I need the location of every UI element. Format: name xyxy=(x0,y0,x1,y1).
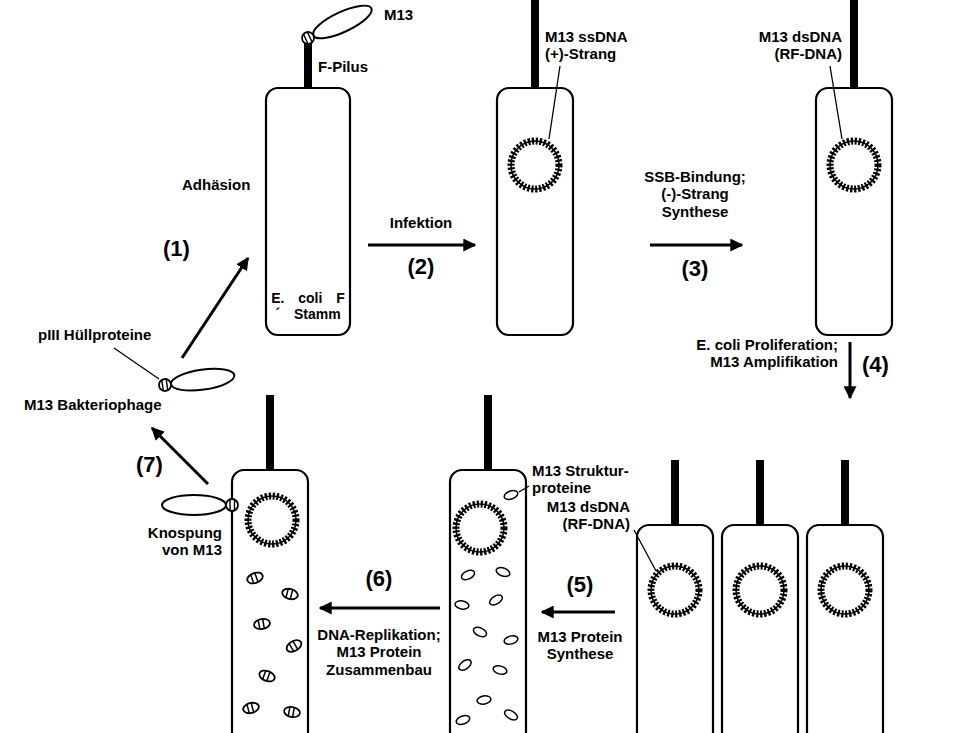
f-pilus xyxy=(841,460,849,526)
f-pilus xyxy=(671,460,679,526)
step-label: Knospung von M13 xyxy=(122,524,222,559)
step-number: (3) xyxy=(675,256,715,281)
leader-line xyxy=(519,486,529,492)
step-arrow xyxy=(542,611,615,614)
pilus-label: F-Pilus xyxy=(318,58,388,75)
leader-line xyxy=(549,66,560,139)
step-label: DNA-Replikation; M13 Protein Zusammenbau xyxy=(313,626,445,678)
f-pilus xyxy=(756,460,764,526)
dna-ring xyxy=(456,504,504,552)
structural-protein xyxy=(460,568,476,581)
step-number: (7) xyxy=(136,452,176,477)
f-pilus xyxy=(531,0,539,89)
leader-line xyxy=(830,66,842,139)
f-pilus xyxy=(850,0,858,89)
f-pilus xyxy=(304,42,312,89)
cell-label: E. coli F´ Stamm xyxy=(270,290,346,322)
step-arrow xyxy=(849,342,852,398)
part-label: M13 dsDNA (RF-DNA) xyxy=(530,498,630,533)
budding-phage xyxy=(162,495,238,515)
step-number: (1) xyxy=(163,236,203,261)
part-label: pIII Hüllproteine xyxy=(38,326,168,343)
step-number: (2) xyxy=(401,254,441,279)
step-label: M13 Protein Synthese xyxy=(525,628,635,663)
structural-protein xyxy=(503,489,519,501)
ecoli-cell xyxy=(807,525,883,733)
structural-protein xyxy=(495,566,511,578)
dna-ring xyxy=(736,566,784,614)
phage-label: M13 Bakteriophage xyxy=(24,396,174,413)
ecoli-cell xyxy=(266,88,350,335)
step-arrow xyxy=(182,258,248,358)
step-number: (6) xyxy=(359,566,399,591)
leader-line xyxy=(634,530,656,571)
assembled-protein xyxy=(281,587,299,601)
structural-protein xyxy=(503,634,519,645)
dna-ring xyxy=(830,141,878,189)
dna-ring xyxy=(511,141,559,189)
m13-phage xyxy=(298,0,375,50)
step-arrow xyxy=(368,244,475,247)
ecoli-cell xyxy=(450,470,526,733)
phage-label: M13 xyxy=(384,6,444,23)
structural-protein xyxy=(476,695,491,705)
structural-protein xyxy=(488,593,504,607)
assembled-protein xyxy=(242,701,260,715)
assembled-protein xyxy=(283,706,300,719)
m13-phage xyxy=(158,365,236,395)
step-number: (5) xyxy=(560,572,600,597)
assembled-protein xyxy=(246,571,264,586)
part-label: M13 ssDNA (+)-Strang xyxy=(545,28,640,63)
ecoli-cell xyxy=(816,88,892,335)
step-arrow xyxy=(320,607,440,610)
structural-protein xyxy=(455,714,471,726)
part-label: M13 Struktur- proteine xyxy=(532,462,632,497)
dna-ring xyxy=(651,566,699,614)
assembled-protein xyxy=(285,638,304,655)
part-label: M13 dsDNA (RF-DNA) xyxy=(742,28,842,63)
f-pilus xyxy=(266,395,274,471)
structural-protein xyxy=(454,600,469,610)
dna-ring xyxy=(821,566,869,614)
structural-protein xyxy=(472,625,488,638)
structural-protein xyxy=(492,664,508,675)
ecoli-cell xyxy=(497,88,573,335)
dna-ring xyxy=(248,496,296,544)
ecoli-cell xyxy=(722,525,798,733)
structural-protein xyxy=(503,708,519,722)
assembled-protein xyxy=(258,669,276,684)
structural-protein xyxy=(457,658,473,673)
step-number: (4) xyxy=(862,352,902,377)
leader-line xyxy=(114,348,159,379)
f-pilus xyxy=(484,395,492,471)
step-label: SSB-Bindung; (-)-Strang Synthese xyxy=(635,168,755,220)
ecoli-cell xyxy=(232,470,308,733)
assembled-protein xyxy=(253,618,270,631)
step-arrow xyxy=(650,244,742,247)
step-label: Infektion xyxy=(371,214,471,231)
step-label: Adhäsion xyxy=(182,176,272,193)
step-label: E. coli Proliferation; M13 Amplifikation xyxy=(688,336,838,371)
